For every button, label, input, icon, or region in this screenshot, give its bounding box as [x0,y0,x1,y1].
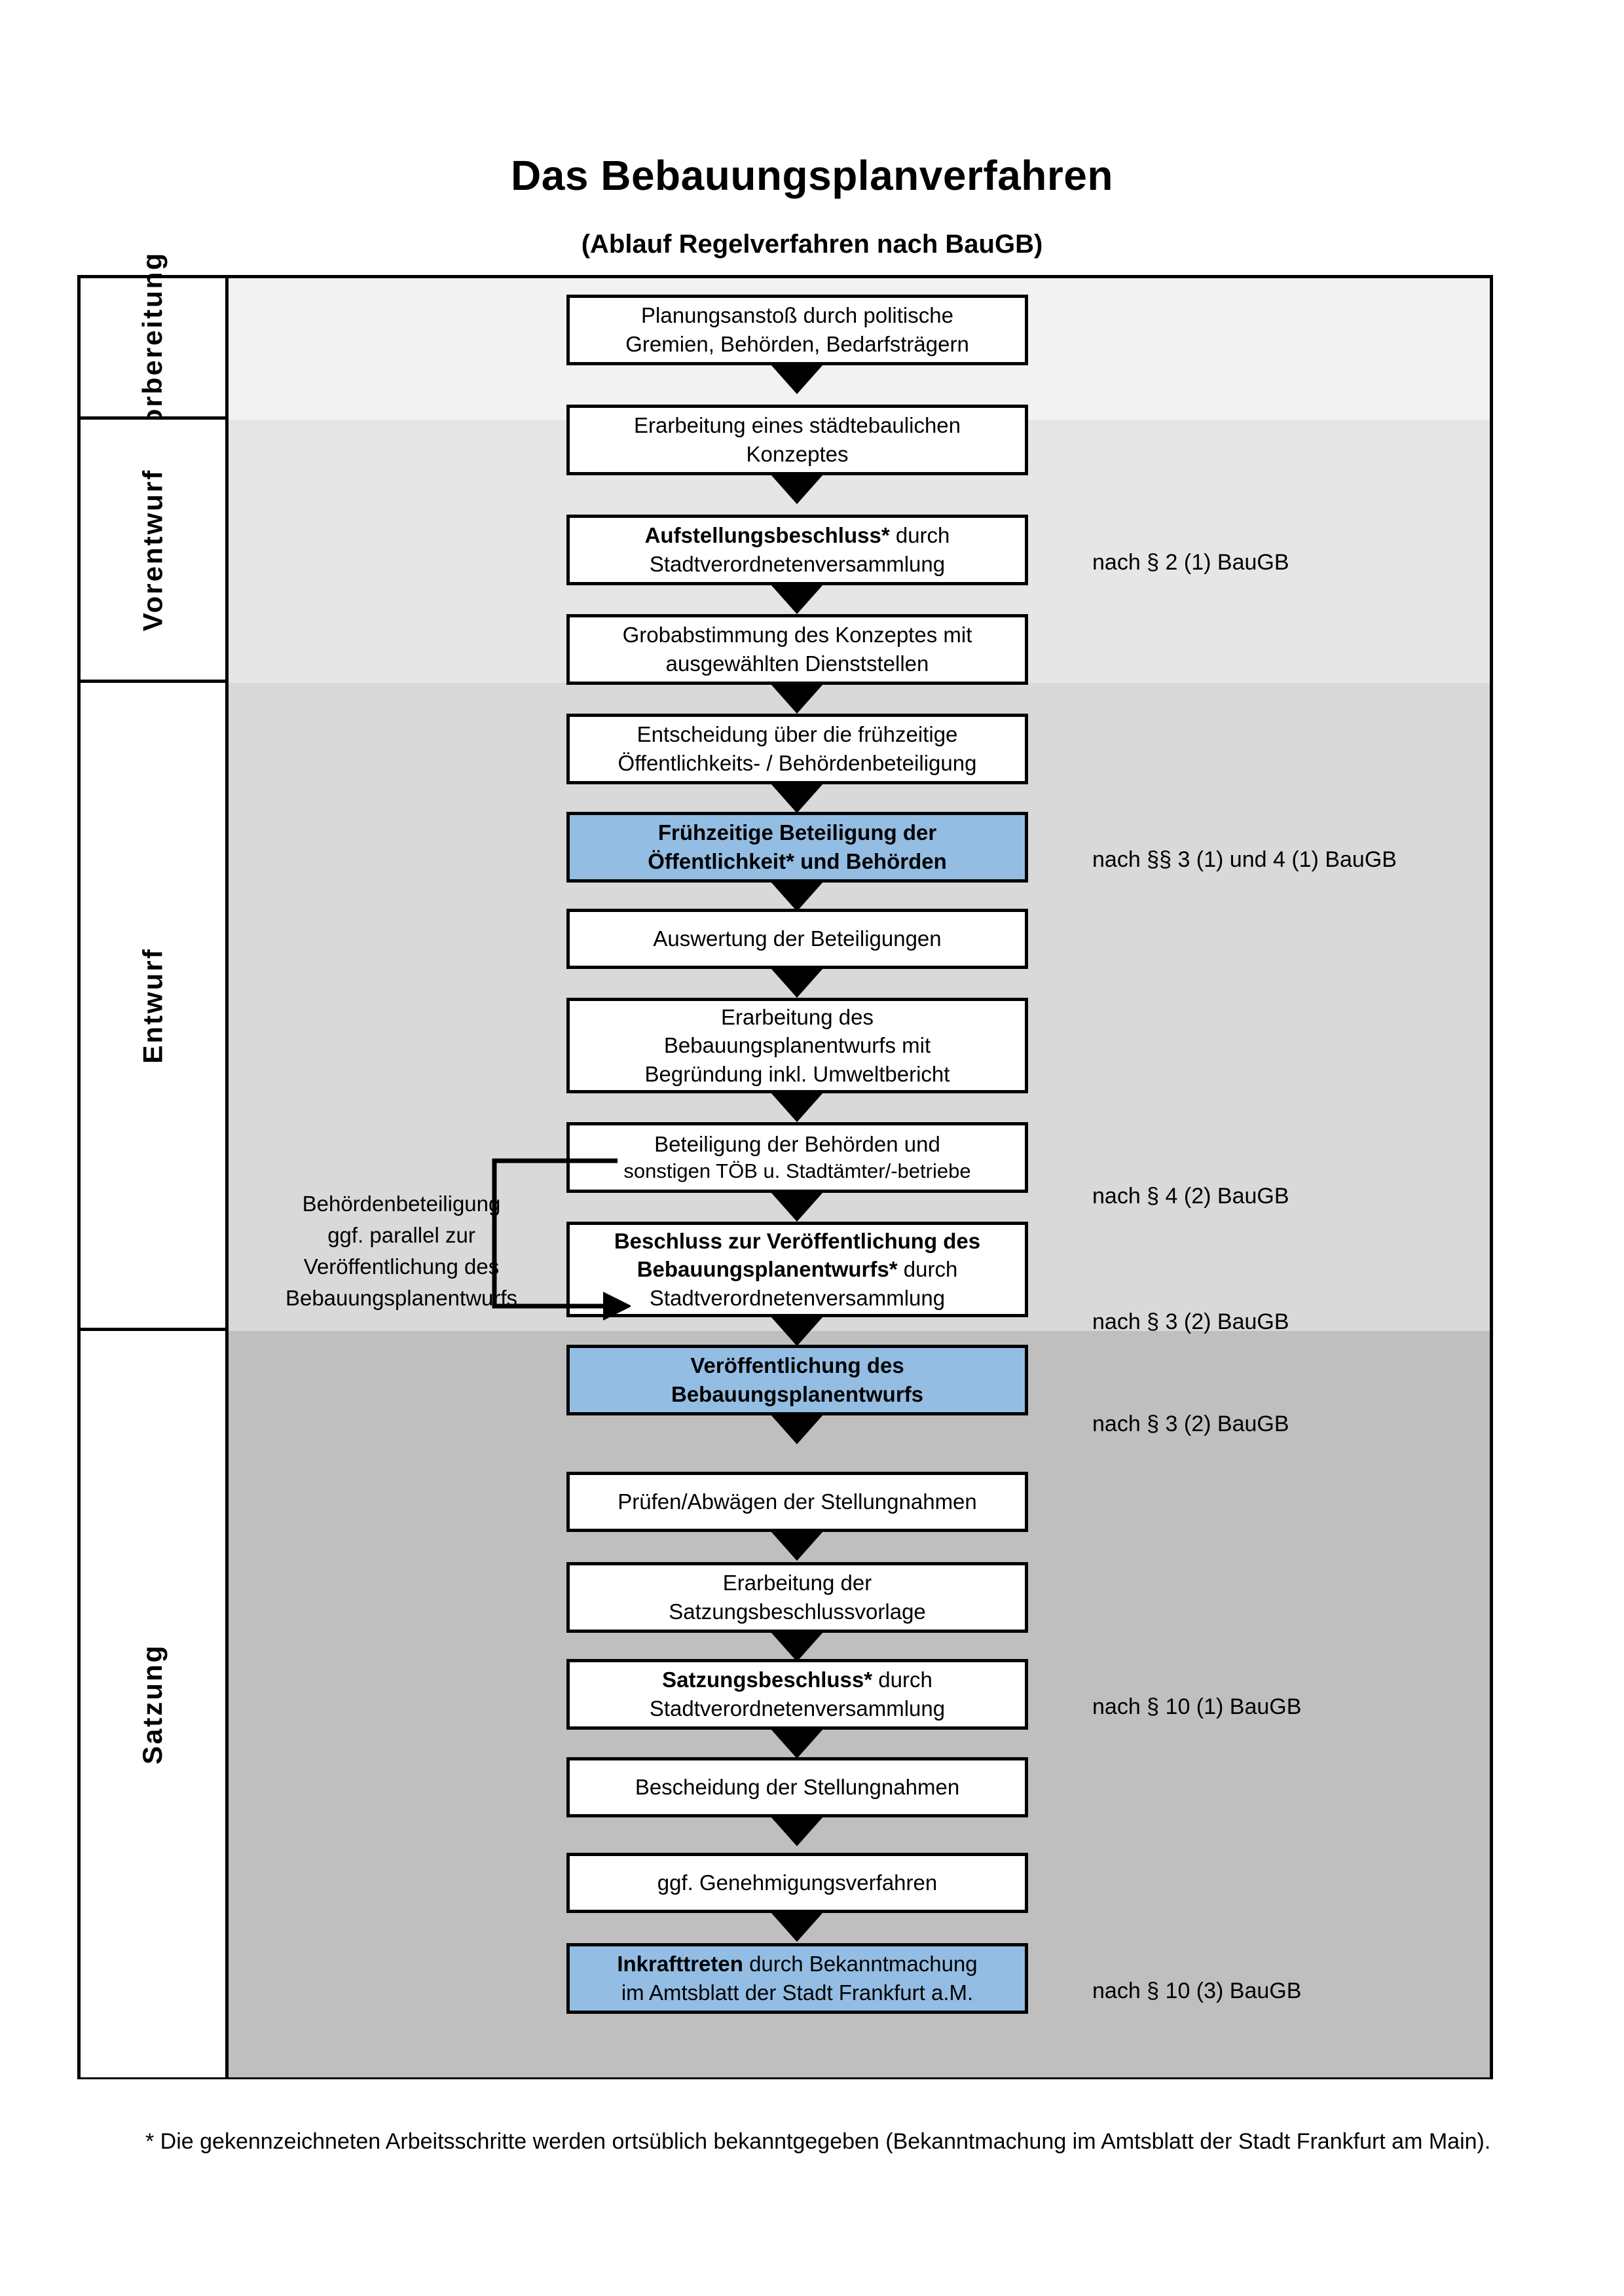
step-line: Veröffentlichung des [690,1353,904,1378]
side-note-line: Veröffentlichung des [303,1254,500,1279]
loop-back-connector [492,1158,631,1321]
step-pruefen-abwaegen[interactable]: Prüfen/Abwägen der Stellungnahmen [566,1472,1028,1532]
step-genehmigungsverfahren[interactable]: ggf. Genehmigungsverfahren [566,1853,1028,1913]
step-line: Beschluss zur Veröffentlichung des [614,1228,981,1253]
legal-ref-par2-1: nach § 2 (1) BauGB [1092,550,1289,575]
step-line: Inkrafttreten durch Bekanntmachung [617,1950,977,1978]
step-line: Gremien, Behörden, Bedarfsträgern [625,332,969,356]
step-line: Frühzeitige Beteiligung der [657,820,937,845]
step-line: ausgewählten Dienststellen [665,651,929,676]
step-line: ggf. Genehmigungsverfahren [657,1870,938,1895]
phase-label-text: Satzung [137,1643,168,1765]
step-line: Entscheidung über die frühzeitige [637,722,958,747]
side-note-line: ggf. parallel zur [327,1222,475,1247]
step-line: Planungsanstoß durch politische [641,303,953,328]
step-line: Bebauungsplanentwurfs* durch [637,1255,958,1284]
step-beteiligung-behoerden-toeb[interactable]: Beteiligung der Behörden und sonstigen T… [566,1122,1028,1193]
phase-label-text: Vorentwurf [137,468,168,631]
step-line: Satzungsbeschluss* durch [662,1666,932,1694]
step-inkrafttreten[interactable]: Inkrafttreten durch Bekanntmachung im Am… [566,1943,1028,2014]
step-line-bold: Inkrafttreten [617,1952,743,1977]
step-beschluss-veroeffentlichung[interactable]: Beschluss zur Veröffentlichung des Bebau… [566,1222,1028,1317]
step-satzungsbeschluss[interactable]: Satzungsbeschluss* durch Stadtverordnete… [566,1659,1028,1730]
step-line: Prüfen/Abwägen der Stellungnahmen [618,1489,977,1514]
step-line: Öffentlichkeits- / Behördenbeteiligung [618,751,977,775]
legal-ref-par10-3: nach § 10 (3) BauGB [1092,1978,1302,2003]
step-line: Begründung inkl. Umweltbericht [644,1061,950,1086]
step-veroeffentlichung-bplan[interactable]: Veröffentlichung des Bebauungsplanentwur… [566,1345,1028,1415]
step-line-suffix: durch Bekanntmachung [743,1952,978,1977]
step-entscheidung-fruehzeitig[interactable]: Entscheidung über die frühzeitige Öffent… [566,714,1028,784]
phase-label-text: Entwurf [137,947,168,1064]
step-line: Bebauungsplanentwurfs mit [663,1033,931,1058]
side-note-line: Behördenbeteiligung [302,1192,501,1216]
page-title: Das Bebauungsplanverfahren [511,151,1113,199]
side-note-behoerdenbeteiligung: Behördenbeteiligung ggf. parallel zur Ve… [257,1188,545,1313]
step-line-suffix: durch [897,1257,958,1282]
step-line: Grobabstimmung des Konzeptes mit [622,623,972,647]
legal-ref-par10-1: nach § 10 (1) BauGB [1092,1694,1302,1719]
legal-ref-par3-4-1: nach §§ 3 (1) und 4 (1) BauGB [1092,847,1397,872]
side-note-line: Bebauungsplanentwurfs [285,1285,518,1310]
step-line: Aufstellungsbeschluss* durch [645,521,950,550]
step-erarbeitung-bplan-entwurf[interactable]: Erarbeitung des Bebauungsplanentwurfs mi… [566,998,1028,1093]
legal-ref-par3-2b: nach § 3 (2) BauGB [1092,1412,1289,1436]
step-bescheidung-stellungnahmen[interactable]: Bescheidung der Stellungnahmen [566,1757,1028,1817]
step-line: Beteiligung der Behörden und [654,1131,940,1156]
step-line: Erarbeitung der [722,1571,872,1595]
step-line: Bescheidung der Stellungnahmen [635,1775,960,1800]
step-line: Bebauungsplanentwurfs [671,1382,924,1406]
step-line-bold: Satzungsbeschluss* [662,1667,873,1692]
phase-label-vorentwurf: Vorentwurf [81,420,229,683]
step-planungsanstoss[interactable]: Planungsanstoß durch politische Gremien,… [566,295,1028,365]
page-subtitle: (Ablauf Regelverfahren nach BauGB) [581,230,1043,259]
step-line: im Amtsblatt der Stadt Frankfurt a.M. [621,1980,974,2005]
phase-label-satzung: Satzung [81,1331,229,2077]
step-line: Auswertung der Beteiligungen [653,926,942,951]
step-erarbeitung-satzungsvorlage[interactable]: Erarbeitung der Satzungsbeschlussvorlage [566,1562,1028,1633]
step-line: Erarbeitung des [721,1004,874,1029]
phase-label-entwurf: Entwurf [81,683,229,1331]
step-line: Satzungsbeschlussvorlage [669,1599,926,1624]
step-aufstellungsbeschluss[interactable]: Aufstellungsbeschluss* durch Stadtverord… [566,515,1028,585]
step-staedtebau-konzept[interactable]: Erarbeitung eines städtebaulichen Konzep… [566,405,1028,475]
step-line: sonstigen TÖB u. Stadtämter/-betriebe [623,1159,971,1183]
step-line: Stadtverordnetenversammlung [649,552,946,576]
phase-label-vorbereitung: Vorbereitung [81,251,229,444]
step-line-bold: Bebauungsplanentwurfs* [637,1257,898,1282]
footnote: * Die gekennzeichneten Arbeitsschritte w… [145,2129,1491,2154]
phase-label-text: Vorbereitung [137,251,168,444]
step-grobabstimmung[interactable]: Grobabstimmung des Konzeptes mit ausgewä… [566,614,1028,685]
step-line: Öffentlichkeit* und Behörden [648,849,947,873]
step-auswertung-beteiligungen[interactable]: Auswertung der Beteiligungen [566,909,1028,969]
step-line: Stadtverordnetenversammlung [649,1285,946,1310]
step-line-suffix: durch [889,523,950,548]
legal-ref-par4-2: nach § 4 (2) BauGB [1092,1184,1289,1209]
step-line: Stadtverordnetenversammlung [649,1696,946,1721]
step-line: Erarbeitung eines städtebaulichen [633,413,961,438]
legal-ref-par3-2a: nach § 3 (2) BauGB [1092,1309,1289,1334]
step-line-bold: Aufstellungsbeschluss* [644,523,890,548]
step-fruehzeitige-beteiligung[interactable]: Frühzeitige Beteiligung der Öffentlichke… [566,812,1028,883]
step-line: Konzeptes [746,442,849,466]
step-line-suffix: durch [872,1667,932,1692]
